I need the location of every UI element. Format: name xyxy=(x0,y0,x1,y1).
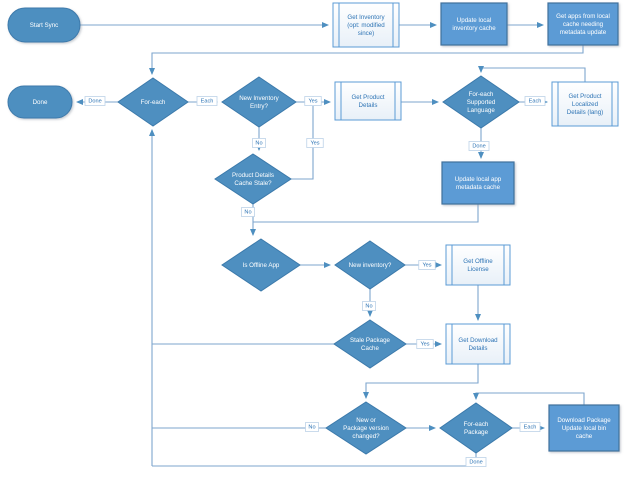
edge-prodcache-yes xyxy=(291,106,314,180)
node-start-sync[interactable]: Start Sync xyxy=(7,7,81,43)
node-for-each[interactable]: For-each xyxy=(117,77,189,127)
edge-label-yes: Yes xyxy=(418,260,436,270)
edge-label-text: Each xyxy=(524,424,537,430)
edge-label-each: Each xyxy=(196,96,218,106)
edge-label-text: Each xyxy=(529,98,542,104)
edge-label-text: Yes xyxy=(422,262,431,268)
edge-label-text: Yes xyxy=(420,341,429,347)
edge-label-yes: Yes xyxy=(304,96,322,106)
node-label: New inventory? xyxy=(349,262,392,269)
edge-label-text: Done xyxy=(469,459,482,465)
edge-label-text: No xyxy=(244,209,251,215)
edge-dlpkg-loopback xyxy=(473,392,585,405)
edge-label-no: No xyxy=(362,301,376,311)
edge-label-done: Done xyxy=(84,96,106,106)
node-new-inventory[interactable]: New inventory? xyxy=(334,240,406,290)
edge-label-text: No xyxy=(255,140,262,146)
edge-updmeta-to-isoffline xyxy=(253,204,479,223)
edge-label-text: Each xyxy=(201,98,214,104)
edge-label-yes: Yes xyxy=(416,339,434,349)
edge-getloc-loopback xyxy=(478,66,586,82)
node-label: Start Sync xyxy=(30,22,59,29)
edge-label-each: Each xyxy=(524,96,546,106)
edge-label-text: No xyxy=(365,303,372,309)
node-done[interactable]: Done xyxy=(7,85,73,119)
edge-label-no: No xyxy=(241,207,255,217)
edge-label-text: No xyxy=(308,424,315,430)
edge-label-text: Yes xyxy=(310,140,319,146)
edge-label-done: Done xyxy=(465,457,487,467)
edge-label-done: Done xyxy=(468,141,490,151)
edge-label-no: No xyxy=(305,422,319,432)
edge-getdl-to-newpkgver xyxy=(363,364,479,399)
edge-label-text: Done xyxy=(472,143,485,149)
edge-label-text: Done xyxy=(88,98,101,104)
edge-label-no: No xyxy=(252,138,266,148)
node-is-offline-app[interactable]: Is Offline App xyxy=(221,238,301,292)
node-label: Done xyxy=(33,99,48,106)
edge-label-text: Yes xyxy=(308,98,317,104)
edge-foreachpkg-done xyxy=(152,453,477,467)
node-label: For-each xyxy=(141,99,166,106)
node-label: Is Offline App xyxy=(243,262,280,269)
edge-getapps-to-foreach xyxy=(149,45,584,75)
edge-label-each: Each xyxy=(519,422,541,432)
edge-label-yes: Yes xyxy=(306,138,324,148)
